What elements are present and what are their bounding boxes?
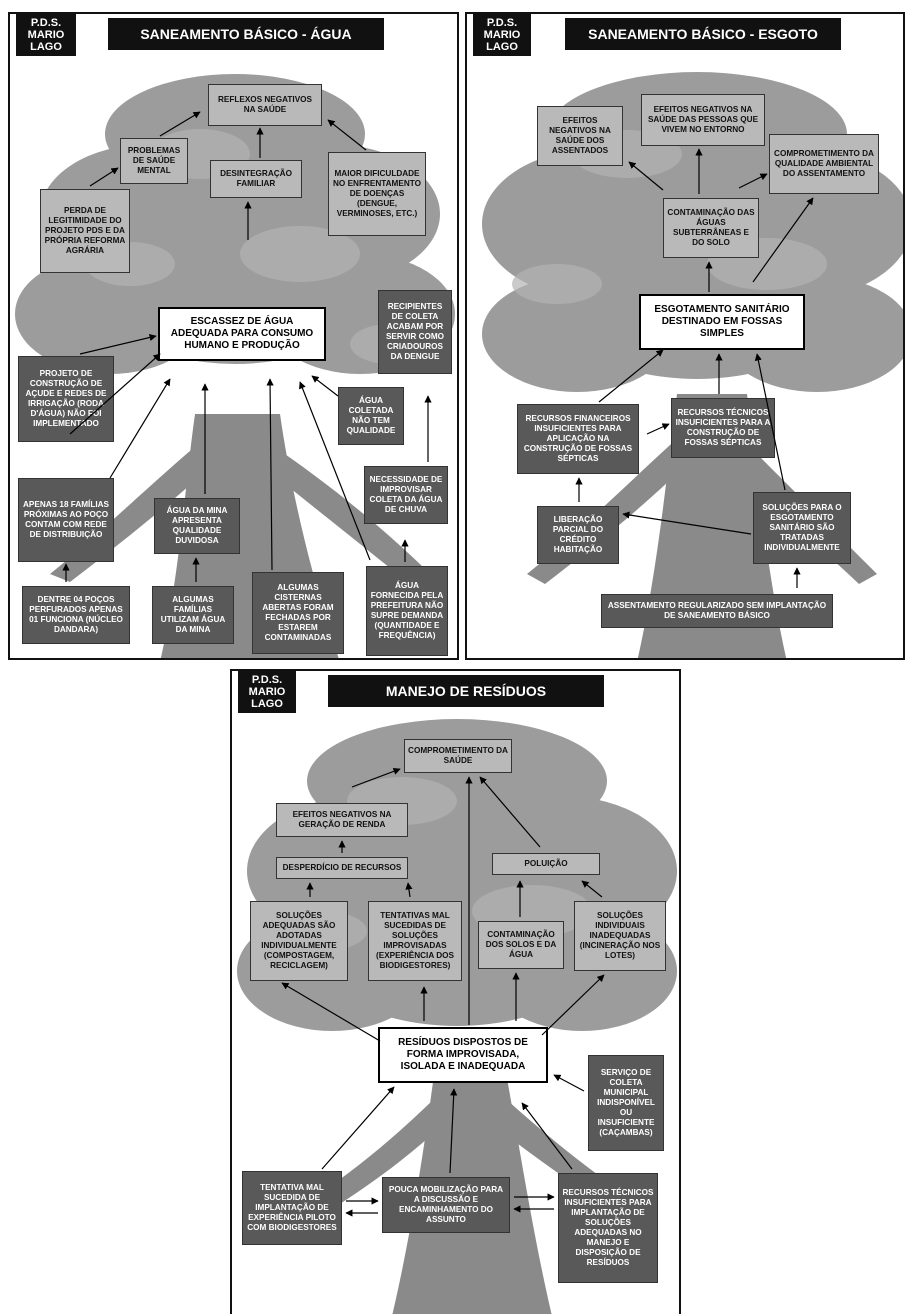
box-tentativas: TENTATIVAS MAL SUCEDIDAS DE SOLUÇÕES IMP… bbox=[368, 901, 462, 981]
box-efeitos-entorno: EFEITOS NEGATIVOS NA SAÚDE DAS PESSOAS Q… bbox=[641, 94, 765, 146]
box-comprometimento: COMPROMETIMENTO DA QUALIDADE AMBIENTAL D… bbox=[769, 134, 879, 194]
box-recursos-financeiros: RECURSOS FINANCEIROS INSUFICIENTES PARA … bbox=[517, 404, 639, 474]
box-fornecida: ÁGUA FORNECIDA PELA PREFEITURA NÃO SUPRE… bbox=[366, 566, 448, 656]
box-liberacao: LIBERAÇÃO PARCIAL DO CRÉDITO HABITAÇÃO bbox=[537, 506, 619, 564]
box-tentativa-mal-sucedida: TENTATIVA MAL SUCEDIDA DE IMPLANTAÇÃO DE… bbox=[242, 1171, 342, 1245]
box-desintegracao: DESINTEGRAÇÃO FAMILIAR bbox=[210, 160, 302, 198]
box-coletada: ÁGUA COLETADA NÃO TEM QUALIDADE bbox=[338, 387, 404, 445]
box-esgotamento: ESGOTAMENTO SANITÁRIO DESTINADO EM FOSSA… bbox=[639, 294, 805, 350]
panel-title: MANEJO DE RESÍDUOS bbox=[328, 675, 604, 707]
box-contaminacao-solos: CONTAMINAÇÃO DOS SOLOS E DA ÁGUA bbox=[478, 921, 564, 969]
box-dentre: DENTRE 04 POÇOS PERFURADOS APENAS 01 FUN… bbox=[22, 586, 130, 644]
box-pouca-mobilizacao: POUCA MOBILIZAÇÃO PARA A DISCUSSÃO E ENC… bbox=[382, 1177, 510, 1233]
box-escassez: ESCASSEZ DE ÁGUA ADEQUADA PARA CONSUMO H… bbox=[158, 307, 326, 361]
pds-tag: P.D.S. MARIO LAGO bbox=[473, 14, 531, 56]
box-poluicao: POLUIÇÃO bbox=[492, 853, 600, 875]
box-maior: MAIOR DIFICULDADE NO ENFRENTAMENTO DE DO… bbox=[328, 152, 426, 236]
box-apenas18: APENAS 18 FAMÍLIAS PRÓXIMAS AO POÇO CONT… bbox=[18, 478, 114, 562]
box-efeitos-renda: EFEITOS NEGATIVOS NA GERAÇÃO DE RENDA bbox=[276, 803, 408, 837]
box-reflexos: REFLEXOS NEGATIVOS NA SAÚDE bbox=[208, 84, 322, 126]
box-problemas: PROBLEMAS DE SAÚDE MENTAL bbox=[120, 138, 188, 184]
box-desperdicio: DESPERDÍCIO DE RECURSOS bbox=[276, 857, 408, 879]
panel-title: SANEAMENTO BÁSICO - ÁGUA bbox=[108, 18, 384, 50]
panel-esgoto: P.D.S. MARIO LAGO SANEAMENTO BÁSICO - ES… bbox=[465, 12, 905, 660]
box-solucoes: SOLUÇÕES PARA O ESGOTAMENTO SANITÁRIO SÃ… bbox=[753, 492, 851, 564]
panel-residuos: P.D.S. MARIO LAGO MANEJO DE RESÍDUOS COM… bbox=[230, 669, 681, 1314]
box-recipientes: RECIPIENTES DE COLETA ACABAM POR SERVIR … bbox=[378, 290, 452, 374]
pds-tag: P.D.S. MARIO LAGO bbox=[238, 671, 296, 713]
box-necessidade: NECESSIDADE DE IMPROVISAR COLETA DA ÁGUA… bbox=[364, 466, 448, 524]
box-perda: PERDA DE LEGITIMIDADE DO PROJETO PDS E D… bbox=[40, 189, 130, 273]
box-residuos-dispostos: RESÍDUOS DISPOSTOS DE FORMA IMPROVISADA,… bbox=[378, 1027, 548, 1083]
box-assentamento: ASSENTAMENTO REGULARIZADO SEM IMPLANTAÇÃ… bbox=[601, 594, 833, 628]
panel-title: SANEAMENTO BÁSICO - ESGOTO bbox=[565, 18, 841, 50]
box-recursos-tecnicos: RECURSOS TÉCNICOS INSUFICIENTES PARA A C… bbox=[671, 398, 775, 458]
box-solucoes-adequadas: SOLUÇÕES ADEQUADAS SÃO ADOTADAS INDIVIDU… bbox=[250, 901, 348, 981]
box-cisternas: ALGUMAS CISTERNAS ABERTAS FORAM FECHADAS… bbox=[252, 572, 344, 654]
box-servico-coleta: SERVIÇO DE COLETA MUNICIPAL INDISPONÍVEL… bbox=[588, 1055, 664, 1151]
box-projeto: PROJETO DE CONSTRUÇÃO DE AÇUDE E REDES D… bbox=[18, 356, 114, 442]
box-comprometimento-saude: COMPROMETIMENTO DA SAÚDE bbox=[404, 739, 512, 773]
box-recursos-tecnicos: RECURSOS TÉCNICOS INSUFICIENTES PARA IMP… bbox=[558, 1173, 658, 1283]
box-contaminacao: CONTAMINAÇÃO DAS ÁGUAS SUBTERRÂNEAS E DO… bbox=[663, 198, 759, 258]
pds-tag: P.D.S. MARIO LAGO bbox=[16, 14, 76, 56]
box-mina: ÁGUA DA MINA APRESENTA QUALIDADE DUVIDOS… bbox=[154, 498, 240, 554]
box-solucoes-individuais: SOLUÇÕES INDIVIDUAIS INADEQUADAS (INCINE… bbox=[574, 901, 666, 971]
panel-agua: P.D.S. MARIO LAGO SANEAMENTO BÁSICO - ÁG… bbox=[8, 12, 459, 660]
box-algumas-familias: ALGUMAS FAMÍLIAS UTILIZAM ÁGUA DA MINA bbox=[152, 586, 234, 644]
box-efeitos-assentados: EFEITOS NEGATIVOS NA SAÚDE DOS ASSENTADO… bbox=[537, 106, 623, 166]
